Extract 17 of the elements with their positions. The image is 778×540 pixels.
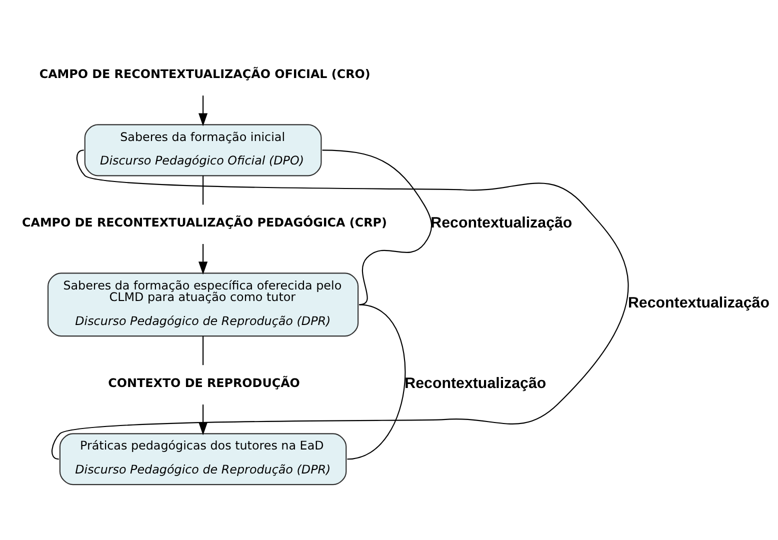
connector bbox=[51, 149, 628, 459]
arrow bbox=[198, 244, 208, 274]
edge-label: Recontextualização bbox=[430, 214, 572, 231]
edge-label: Recontextualização bbox=[404, 374, 546, 392]
node-text: CAMPO DE RECONTEXTUALIZAÇÃO OFICIAL (CRO) bbox=[38, 66, 370, 80]
connector bbox=[202, 336, 204, 365]
node-box: Práticas pedagógicas dos tutores na EaD Discurso Pedagógico de Reprodução (DPR) bbox=[58, 432, 346, 485]
node-box: Saberes da formação específica oferecida pelo CLMD para atuação como tutor Discurso Pedagógico de Reprodução (DPR) bbox=[46, 272, 358, 336]
arrow bbox=[198, 404, 208, 435]
connector bbox=[346, 304, 405, 460]
node-text: CONTEXTO DE REPRODUÇÃO bbox=[108, 375, 300, 390]
node-box: Saberes da formação inicial Discurso Pedagógico Oficial (DPO) bbox=[84, 124, 322, 176]
edge-label: Recontextualização bbox=[627, 294, 770, 312]
connector bbox=[322, 149, 432, 305]
node-text: CAMPO DE RECONTEXTUALIZAÇÃO PEDAGÓGICA (CRP) bbox=[22, 214, 386, 229]
connector bbox=[202, 175, 204, 204]
arrow bbox=[198, 95, 208, 126]
